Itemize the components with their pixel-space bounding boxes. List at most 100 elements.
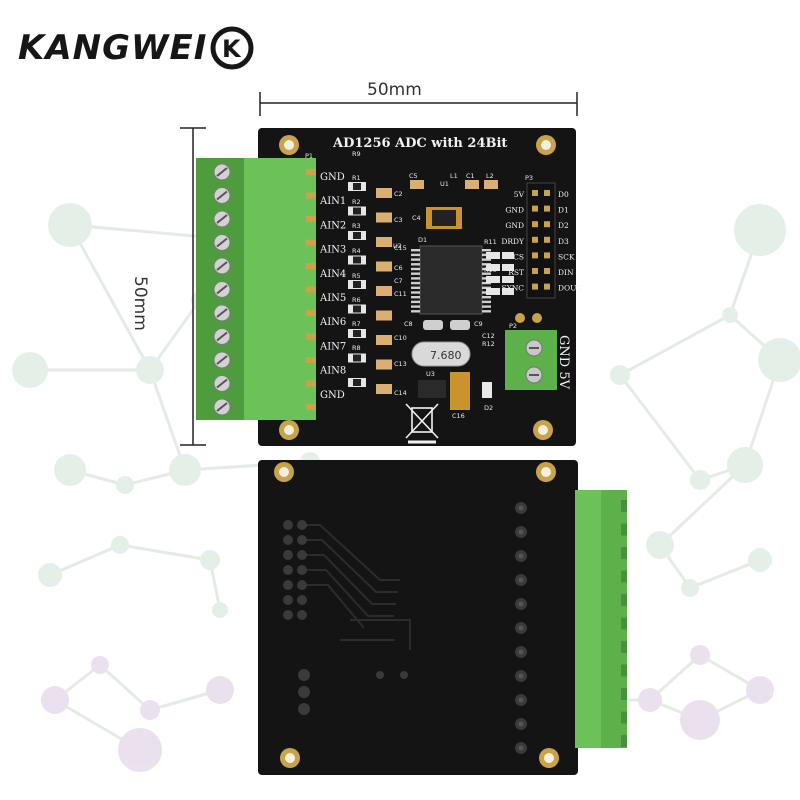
resistor-body: [353, 207, 361, 215]
network-node: [680, 700, 720, 740]
resistor-body: [353, 232, 361, 239]
terminal-ridge: [621, 735, 627, 747]
designator-label: C16: [452, 412, 465, 420]
chip-pin: [411, 281, 420, 285]
network-node: [690, 645, 710, 665]
header-label-left: SYNC: [502, 284, 525, 293]
chip-pin: [411, 253, 420, 257]
network-node: [140, 700, 160, 720]
resistor: [502, 288, 514, 295]
designator-label: R12: [482, 340, 495, 348]
header-label-right: DIN: [558, 268, 574, 277]
network-node: [12, 352, 48, 388]
header-label-right: D0: [558, 190, 569, 199]
left-pin-label: AIN1: [319, 196, 346, 207]
header-label-right: D1: [558, 206, 569, 215]
solder-pad: [283, 520, 293, 530]
resistor-body: [353, 305, 361, 313]
designator-label: R1: [352, 174, 361, 182]
chip-pin: [482, 249, 491, 252]
solder-pad-hole: [518, 745, 524, 751]
network-edge: [148, 369, 187, 471]
designator-label: U2: [393, 242, 402, 250]
designator-label: R5: [352, 272, 361, 280]
solder-pad: [283, 610, 293, 620]
header-pin: [532, 252, 538, 259]
designator-label: L1: [450, 172, 458, 180]
header-pin: [532, 190, 538, 196]
crystal-label: 7.680: [430, 349, 462, 362]
capacitor: [376, 335, 392, 345]
pad: [532, 313, 542, 323]
led-d2: [482, 382, 492, 398]
resistor: [502, 264, 514, 271]
terminal-pin: [306, 192, 316, 199]
header-pin: [532, 221, 538, 228]
chip-pin: [482, 300, 491, 304]
network-node: [212, 602, 228, 618]
background-network-pattern: [12, 203, 800, 772]
capacitor-c1: [465, 180, 479, 189]
header-pin: [544, 252, 550, 259]
network-node: [748, 548, 772, 572]
chip-pin: [411, 286, 420, 289]
terminal-ridge: [621, 688, 627, 700]
mounting-holes-back: [274, 462, 559, 768]
solder-pad-hole: [518, 577, 524, 583]
mounting-holes-front: [279, 135, 556, 440]
designator-label: D2: [484, 404, 493, 412]
capacitor-c9: [450, 320, 470, 330]
screw-slot: [216, 284, 228, 295]
capacitor: [376, 188, 392, 198]
network-node: [638, 688, 662, 712]
network-node: [38, 563, 62, 587]
solder-pad-hole: [518, 505, 524, 511]
chip-pin: [411, 305, 420, 308]
network-edge: [119, 543, 211, 562]
network-edge: [68, 224, 152, 371]
network-node: [206, 676, 234, 704]
network-edge: [98, 663, 152, 712]
resistor: [502, 276, 514, 283]
network-node: [136, 356, 164, 384]
resistor-body: [353, 183, 361, 190]
designator-label: U3: [426, 370, 435, 378]
terminal-pin: [306, 380, 316, 387]
header-pin: [532, 283, 538, 290]
capacitor-c5: [410, 180, 424, 189]
ads1256-chip: [411, 245, 491, 315]
pcb-front: AD1256 ADC with 24Bit GNDAIN1AIN2AIN3AIN…: [196, 128, 582, 446]
screw-slot: [216, 308, 228, 318]
header-label-right: SCK: [558, 252, 575, 261]
designator-label: R9: [352, 150, 361, 158]
network-node: [727, 447, 763, 483]
screw-slot: [216, 261, 228, 271]
pcb-back-substrate: [258, 460, 578, 775]
designator-label: C1: [466, 172, 475, 180]
solder-pad: [297, 520, 307, 530]
capacitor: [376, 261, 392, 272]
header-label-right: D2: [558, 221, 569, 230]
terminal-ridge: [621, 664, 627, 677]
brand-logo: KANGWEI K: [18, 22, 255, 74]
power-terminal-block: [505, 330, 557, 390]
designator-label: C12: [482, 332, 495, 340]
left-pin-label: GND: [320, 390, 345, 401]
capacitor: [376, 359, 392, 370]
terminal-pin: [306, 310, 316, 316]
network-node: [758, 338, 800, 382]
solder-pad-hole: [518, 673, 524, 679]
capacitor-c8: [423, 320, 443, 330]
left-pin-label: AIN2: [319, 220, 346, 231]
solder-pad-hole: [518, 529, 524, 535]
solder-pad-hole: [518, 649, 524, 655]
chip-pin: [411, 291, 420, 294]
height-dimension-line: [180, 127, 206, 446]
screw-slot: [216, 167, 228, 177]
solder-pad: [283, 535, 293, 545]
designator-label: C7: [394, 277, 403, 285]
designator-label: C5: [409, 172, 418, 180]
header-label-left: DRDY: [501, 237, 525, 246]
left-pin-label: AIN5: [319, 293, 346, 304]
